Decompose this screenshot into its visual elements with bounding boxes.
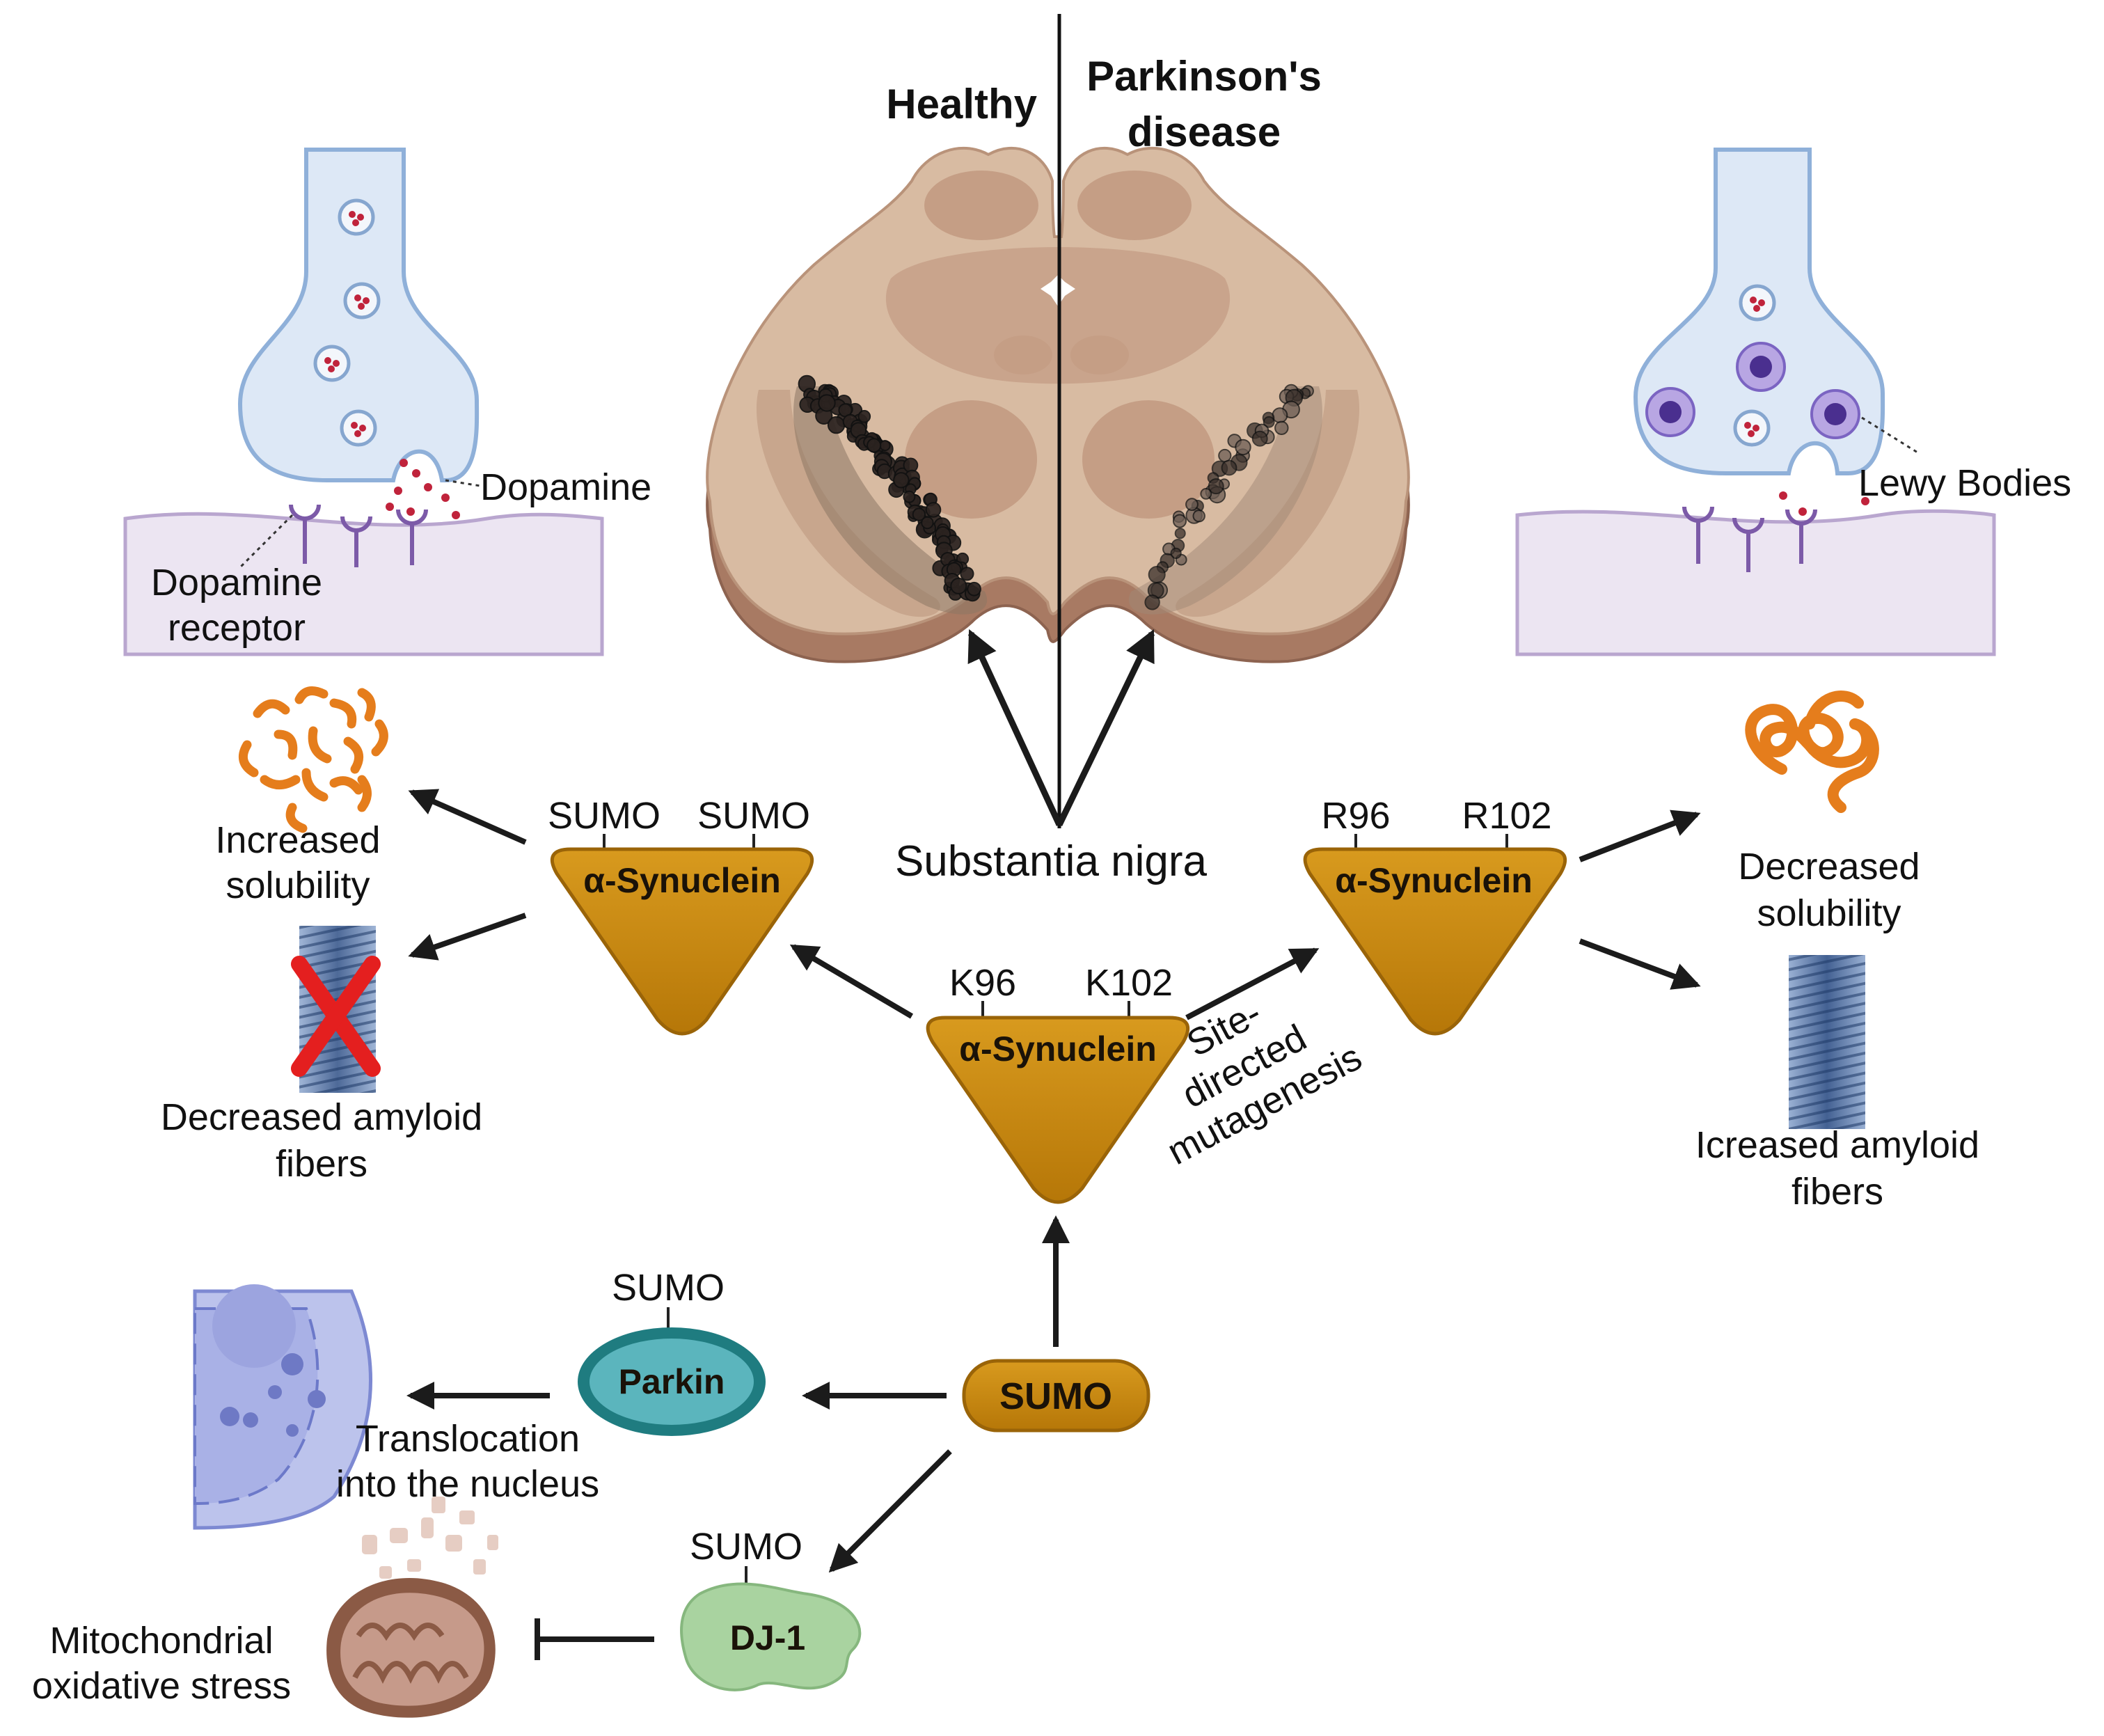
dopamine-receptors [289, 504, 428, 567]
increased-fibers-line1: Icreased amyloid [1695, 1124, 1979, 1166]
pd-title-line2: disease [1128, 109, 1281, 155]
neuromelanin-cells-healthy [798, 374, 981, 602]
lewy-label: Lewy Bodies [1858, 462, 2071, 504]
lysine-site-102: K102 [1085, 962, 1173, 1004]
protein-label-center: α-Synuclein [959, 1029, 1157, 1068]
protein-label-right: α-Synuclein [1335, 861, 1533, 900]
parkin-label: Parkin [619, 1362, 725, 1401]
sumo-site-b: SUMO [697, 795, 810, 837]
alpha-synuclein-mutant: R96 R102 α-Synuclein [1303, 795, 1567, 1036]
mito-stress-line1: Mitochondrial [49, 1620, 273, 1662]
lysine-site-96: K96 [949, 962, 1016, 1004]
neuromelanin-cells-pd [1144, 384, 1314, 610]
protein-triangle-right [1303, 847, 1567, 1036]
aggregated-protein-tail [1827, 718, 1879, 813]
red-nuclei [905, 336, 1215, 519]
pd-title-line1: Parkinson's [1086, 53, 1322, 100]
decreased-solubility-line2: solubility [1757, 892, 1901, 934]
arrow-to-decreased-solubility [1579, 810, 1701, 862]
receptors-pd [1682, 506, 1817, 572]
substantia-nigra-healthy [793, 386, 988, 615]
lewy-leader-line [1861, 416, 1918, 454]
dj1-node: SUMO DJ-1 [680, 1526, 862, 1691]
substantia-nigra-label: Substantia nigra [895, 837, 1208, 885]
translocation-line2: into the nucleus [336, 1463, 599, 1505]
receptor-leader-line [239, 514, 294, 569]
sparse-dopamine [1779, 491, 1869, 516]
protein-triangle-center [926, 1016, 1190, 1204]
fragment-debris [362, 1497, 498, 1579]
arrow-to-sn-healthy [967, 629, 1063, 826]
vesicles-pd [1733, 284, 1776, 447]
dopamine-leader-line [445, 479, 481, 487]
receptor-label-line2: receptor [168, 607, 306, 649]
alpha-synuclein-wild-type: K96 K102 α-Synuclein [926, 962, 1190, 1204]
soluble-monomers [238, 686, 388, 833]
parkin-node: SUMO Parkin [578, 1267, 766, 1436]
released-dopamine [386, 459, 460, 519]
damaged-mitochondrion [326, 1497, 498, 1718]
aggregated-protein [1745, 691, 1873, 775]
arrow-to-increased-fibers [1579, 938, 1701, 990]
lewy-bodies [1645, 342, 1860, 439]
synaptic-vesicles [313, 198, 381, 447]
arrow-wt-to-sumoylated [789, 944, 914, 1019]
dj1-label: DJ-1 [730, 1618, 805, 1657]
arginine-site-102: R102 [1462, 795, 1551, 837]
amyloid-fiber [1789, 955, 1865, 1129]
protein-triangle-left [550, 847, 814, 1036]
arrow-sumo-to-dj1 [828, 1449, 952, 1573]
healthy-synapse: Dopamine Dopamine receptor [123, 148, 651, 656]
arrow-wt-to-mutant [1185, 947, 1320, 1020]
inhibition-arrow [535, 1618, 654, 1660]
decreased-solubility-line1: Decreased [1738, 846, 1920, 887]
arginine-site-96: R96 [1321, 795, 1390, 837]
alpha-synuclein-sumoylated: SUMO SUMO α-Synuclein [548, 795, 814, 1036]
decreased-fibers-line2: fibers [276, 1143, 367, 1185]
mito-stress-line2: oxidative stress [32, 1665, 291, 1707]
amyloid-fiber-blocked [291, 926, 381, 1093]
increased-fibers-line2: fibers [1791, 1171, 1883, 1213]
dj1-sumo-tag: SUMO [690, 1526, 802, 1568]
parkin-sumo-tag: SUMO [612, 1267, 725, 1309]
substantia-nigra-pd [1128, 386, 1322, 615]
arrow-to-decreased-fibers [408, 913, 527, 961]
dopamine-label: Dopamine [480, 466, 651, 508]
sumo-site-a: SUMO [548, 795, 661, 837]
receptor-label-line1: Dopamine [151, 562, 322, 603]
block-cross-icon [291, 956, 381, 1077]
sumo-node: SUMO [962, 1359, 1150, 1433]
pd-synapse: Lewy Bodies [1515, 148, 2071, 656]
colliculi [924, 171, 1192, 240]
sumo-label: SUMO [999, 1375, 1112, 1417]
protein-label-left: α-Synuclein [583, 861, 781, 900]
healthy-title: Healthy [886, 81, 1037, 127]
postsynaptic-membrane-pd [1515, 509, 1996, 656]
cell-nucleus [193, 1284, 372, 1530]
increased-solubility-line2: solubility [226, 865, 370, 906]
arrow-to-increased-solubility [408, 789, 527, 845]
translocation-line1: Translocation [356, 1418, 580, 1460]
increased-solubility-line1: Increased [215, 819, 380, 861]
decreased-fibers-line1: Decreased amyloid [161, 1096, 482, 1138]
postsynaptic-membrane [123, 512, 604, 656]
arrow-to-sn-pd [1056, 629, 1155, 826]
